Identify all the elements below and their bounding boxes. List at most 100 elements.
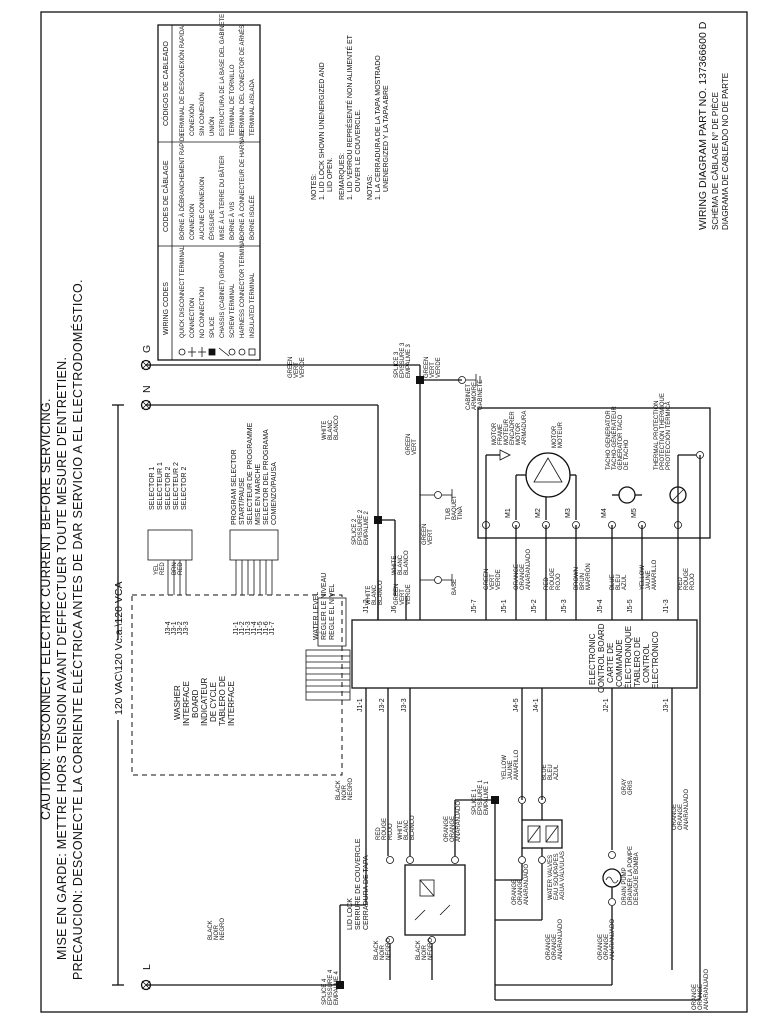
svg-text:ANARANJADO: ANARANJADO — [610, 919, 616, 960]
svg-text:BROWN: BROWN — [574, 567, 580, 590]
black-wire-j1-1: BLACK NOIR NEGRO — [336, 770, 367, 989]
svg-text:MARRÓN: MARRÓN — [585, 563, 592, 590]
svg-text:ORANGE: ORANGE — [546, 934, 552, 960]
svg-text:SPLICE 1: SPLICE 1 — [472, 788, 478, 815]
svg-text:COMIENZO/PAUSA: COMIENZO/PAUSA — [271, 462, 278, 525]
tub-ground: TUB BAQUET TINA — [420, 489, 464, 520]
svg-text:CONNEXION: CONNEXION — [190, 204, 196, 240]
svg-text:MISE EN MARCHE: MISE EN MARCHE — [255, 464, 262, 525]
svg-text:GABINETE: GABINETE — [478, 380, 484, 410]
svg-text:BLACK: BLACK — [416, 940, 422, 960]
splice-3-group: SPLICE 3 EPISSURE 3 EMPALME 3 GREEN VERT… — [394, 342, 484, 410]
svg-text:EPISSURE 2: EPISSURE 2 — [358, 509, 364, 545]
svg-text:EMPALME 1: EMPALME 1 — [484, 780, 490, 815]
program-pins: J1-1 J1-2 J1-3 J1-4 J1-5 J1-6 J1-7 — [233, 621, 276, 635]
svg-text:INTERFACE: INTERFACE — [182, 681, 191, 726]
svg-text:BLANCO: BLANCO — [334, 415, 340, 440]
svg-text:ÉPISSURE: ÉPISSURE — [209, 210, 216, 240]
green-wire-labels: GREEN VERT GREEN VERT GREEN VERT VERDE — [394, 434, 434, 605]
svg-text:BLANCO: BLANCO — [410, 815, 416, 840]
ground-terminal: G GREEN VERT VERDE — [140, 345, 462, 620]
svg-text:WHITE: WHITE — [366, 586, 372, 605]
svg-text:CHASSIS (CABINET) GROUND: CHASSIS (CABINET) GROUND — [220, 251, 226, 338]
washer-interface-board — [131, 594, 343, 776]
svg-text:BLANC: BLANC — [372, 584, 378, 605]
svg-text:TERMINAL DE TORNILLO: TERMINAL DE TORNILLO — [230, 64, 236, 136]
svg-text:EMPALME 2: EMPALME 2 — [364, 510, 370, 545]
black-wire-label-left: BLACK NOIR NEGRO — [208, 918, 226, 940]
svg-text:COMMANDE: COMMANDE — [615, 639, 624, 687]
svg-text:BORNE À DÉBRANCHEMENT RAPIDE: BORNE À DÉBRANCHEMENT RAPIDE — [179, 133, 186, 240]
svg-text:ORANGE: ORANGE — [450, 816, 456, 842]
svg-text:ANARANJADO: ANARANJADO — [704, 969, 710, 1010]
svg-text:BAQUET: BAQUET — [452, 495, 458, 520]
svg-text:INSULATED TERMINAL: INSULATED TERMINAL — [250, 272, 256, 338]
svg-text:RED: RED — [160, 562, 166, 575]
svg-text:ORANGE: ORANGE — [672, 804, 678, 830]
svg-text:TERMINAL DEL CONECTOR DE ARNÉS: TERMINAL DEL CONECTOR DE ARNÉS — [239, 25, 246, 136]
svg-text:RED: RED — [678, 577, 684, 590]
svg-text:ANARANJADO: ANARANJADO — [524, 864, 530, 905]
svg-text:J1-3: J1-3 — [245, 621, 252, 635]
svg-text:TERMINAL AISLADA: TERMINAL AISLADA — [250, 79, 256, 136]
motor-terminals — [482, 521, 682, 529]
svg-text:NO CONNECTION: NO CONNECTION — [200, 287, 206, 338]
svg-text:SELECTEUR 2: SELECTEUR 2 — [173, 462, 180, 510]
thermal-group: THERMAL PROTECTION PROTECTION THERMIQUE … — [654, 393, 704, 504]
svg-text:THERMAL PROTECTION: THERMAL PROTECTION — [654, 401, 660, 470]
svg-text:ROJO: ROJO — [388, 823, 394, 840]
svg-text:J3-1: J3-1 — [663, 698, 670, 712]
label-G: G — [141, 345, 153, 353]
svg-text:EAU SOUPAPES: EAU SOUPAPES — [554, 853, 560, 900]
svg-text:M2: M2 — [535, 508, 542, 518]
svg-text:ANARANJADO: ANARANJADO — [558, 919, 564, 960]
svg-text:BLUE: BLUE — [610, 574, 616, 590]
svg-text:REMARQUES:: REMARQUES: — [339, 153, 346, 200]
svg-text:J1-1: J1-1 — [357, 698, 364, 712]
svg-text:JAUNE: JAUNE — [508, 760, 514, 780]
svg-text:BLUE: BLUE — [542, 764, 548, 780]
svg-text:AMARILLO: AMARILLO — [652, 559, 658, 590]
motor-group: MOTOR MOTEUR M1 M2 M3 M4 M5 MOTOR FRAME … — [485, 411, 638, 525]
svg-text:DE TACHO: DE TACHO — [624, 439, 630, 470]
water-level-switch — [317, 597, 347, 647]
svg-text:MOTEUR: MOTEUR — [504, 418, 510, 445]
svg-text:1. LID VERROU REPRÉSENTÉ NON A: 1. LID VERROU REPRÉSENTÉ NON ALIMENTÉ ET — [345, 34, 354, 200]
supply-bus: 120 VAC\120 Vc.a.\120 VCA — [112, 404, 125, 986]
svg-text:AGUA VÁLVULAS: AGUA VÁLVULAS — [559, 851, 566, 900]
svg-text:J4-5: J4-5 — [513, 698, 520, 712]
svg-text:ANARANJADO: ANARANJADO — [684, 789, 690, 830]
svg-text:J3-2: J3-2 — [177, 621, 184, 635]
svg-text:J1-5: J1-5 — [257, 621, 264, 635]
selector-connector-group: J3-4 J3-1 J3-2 J3-3 YEL RED BRN RED SELE… — [147, 462, 193, 635]
svg-text:J6: J6 — [391, 606, 398, 614]
svg-text:NEGRO: NEGRO — [386, 938, 392, 960]
svg-text:WASHER: WASHER — [173, 685, 182, 720]
svg-text:VERT: VERT — [294, 362, 300, 378]
svg-text:VERT: VERT — [412, 439, 418, 455]
program-selector-switch — [229, 529, 279, 561]
svg-text:RÉGLER LE NIVEAU: RÉGLER LE NIVEAU — [319, 573, 328, 640]
program-selector-group: J1-1 J1-2 J1-3 J1-4 J1-5 J1-6 J1-7 PROGR… — [229, 422, 279, 635]
svg-text:BOARD: BOARD — [191, 689, 200, 718]
svg-text:SELECTOR DEL PROGRAMA: SELECTOR DEL PROGRAMA — [263, 429, 270, 525]
splice-4-dot — [336, 981, 344, 989]
svg-text:J5-1: J5-1 — [501, 599, 508, 613]
svg-text:DESAGÜE BOMBA: DESAGÜE BOMBA — [633, 852, 640, 905]
orange-wire-j3-1: ORANGE ORANGE ANARANJADO ORANGE ORANGE A… — [672, 789, 710, 1010]
notes-block: NOTES: 1. LID LOCK SHOWN UNENERGIZED AND… — [311, 34, 390, 200]
selector-switch — [147, 529, 193, 561]
svg-text:VERDE: VERDE — [300, 357, 306, 378]
svg-text:SIN CONEXIÓN: SIN CONEXIÓN — [199, 92, 206, 136]
line-terminal: L — [140, 964, 340, 991]
tacho-generator — [618, 486, 636, 504]
svg-text:ELECTRONIC: ELECTRONIC — [588, 633, 597, 685]
wiring-codes-table: WIRING CODES CODES DE CÂBLAGE CÓDIGOS DE… — [157, 14, 261, 361]
svg-text:ARMADURA: ARMADURA — [522, 411, 528, 445]
board-bottom-connectors: J1-1 J3-2 J3-3 J4-5 J4-1 J2-1 J3-1 — [357, 688, 673, 970]
svg-text:WIRING CODES: WIRING CODES — [163, 282, 170, 335]
svg-text:SERRURE DE COUVERCLE: SERRURE DE COUVERCLE — [355, 838, 362, 930]
svg-text:YEL: YEL — [154, 563, 160, 575]
splice-1-group: SPLICE 1 EPISSURE 1 EMPALME 1 — [454, 455, 701, 1001]
svg-text:CERRADURA DE TAPA: CERRADURA DE TAPA — [363, 855, 370, 930]
